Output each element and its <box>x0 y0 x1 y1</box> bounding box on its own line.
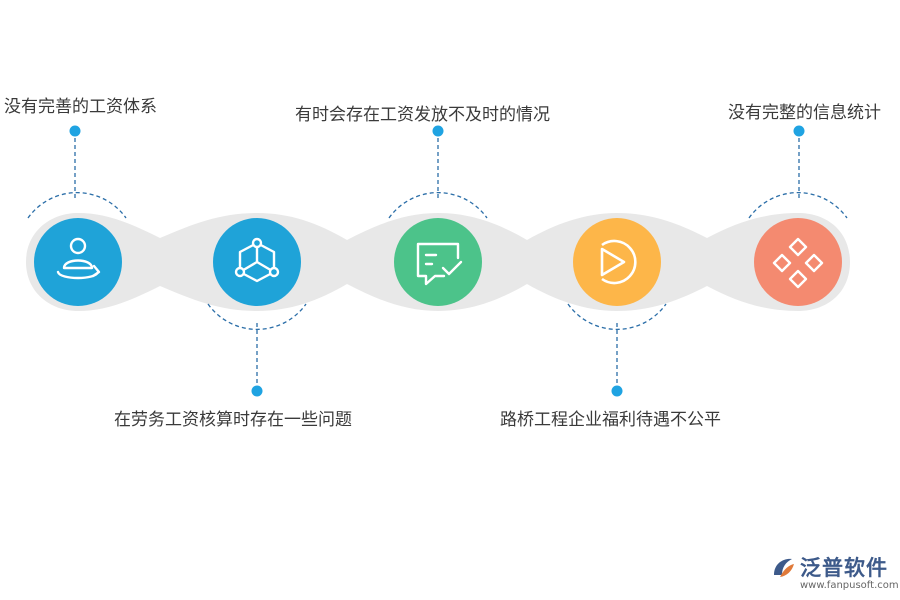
step-2-node <box>213 218 301 306</box>
step-3-label: 有时会存在工资发放不及时的情况 <box>295 105 550 125</box>
brand-url: www.fanpusoft.com <box>800 580 899 591</box>
step-4-arc <box>567 303 667 331</box>
step-1-dot <box>69 125 81 137</box>
step-4-node <box>573 218 661 306</box>
step-1-arc <box>27 191 127 219</box>
step-2-label: 在劳务工资核算时存在一些问题 <box>114 410 352 430</box>
step-3-node <box>394 218 482 306</box>
step-5-dot <box>793 125 805 137</box>
step-5-label: 没有完整的信息统计 <box>728 103 881 123</box>
step-3-dot <box>432 125 444 137</box>
brand-logo: 泛普软件 www.fanpusoft.com <box>770 552 899 597</box>
step-4-dot <box>611 385 623 397</box>
cube-network-icon <box>234 237 280 283</box>
step-5-arc <box>748 191 848 219</box>
step-2-arc <box>207 303 307 331</box>
message-check-icon <box>416 242 463 286</box>
step-1-node <box>34 218 122 306</box>
step-5-node <box>754 218 842 306</box>
step-2-dot <box>251 385 263 397</box>
step-1-label: 没有完善的工资体系 <box>4 97 157 117</box>
diamond-grid-icon <box>772 237 824 289</box>
step-4-label: 路桥工程企业福利待遇不公平 <box>500 410 721 430</box>
play-circle-icon <box>600 239 637 285</box>
brand-name: 泛普软件 <box>800 556 888 580</box>
step-3-arc <box>388 191 488 219</box>
person-meditation-icon <box>56 237 101 280</box>
brand-mark-icon <box>774 558 794 577</box>
